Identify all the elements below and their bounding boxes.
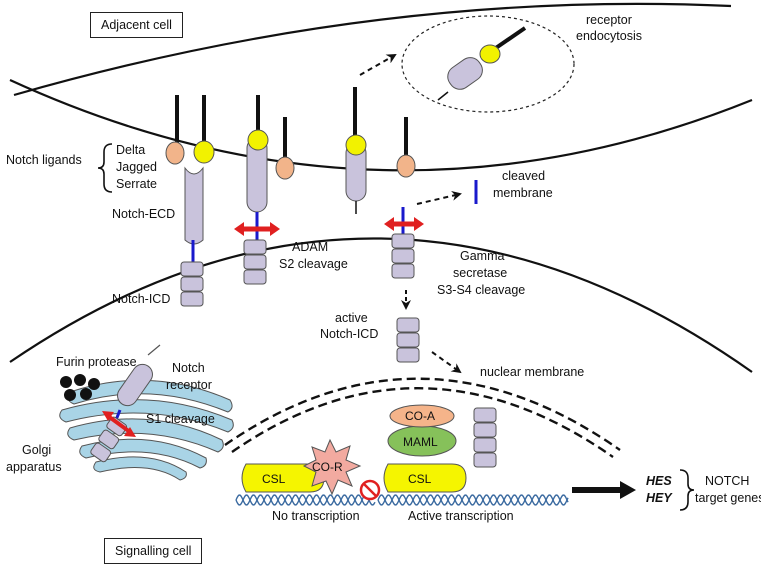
s1-cleavage-arrow bbox=[102, 411, 136, 437]
active-icd-label-2: Notch-ICD bbox=[320, 327, 378, 341]
dna-strand-line bbox=[377, 494, 569, 506]
endocytosed-ligand-head bbox=[479, 44, 501, 64]
nuclear-icd-segment bbox=[473, 452, 497, 468]
notch-icd-segment bbox=[243, 269, 267, 285]
nuclear-entry-arrow bbox=[431, 351, 462, 374]
notch-icd-segment bbox=[180, 261, 204, 277]
gamma-label-3: S3-S4 cleavage bbox=[437, 283, 525, 297]
ligand-delta-label: Delta bbox=[116, 143, 145, 157]
gamma-label-1: Gamma bbox=[460, 249, 505, 263]
cleaved-membrane-arrow bbox=[416, 190, 462, 205]
csl-label-right: CSL bbox=[408, 472, 432, 486]
no-transcription-label: No transcription bbox=[272, 509, 360, 523]
endocytosis-vesicle bbox=[401, 15, 575, 113]
endocytosis-label-1: receptor bbox=[586, 13, 632, 27]
ligand-jagged-label: Jagged bbox=[116, 160, 157, 174]
nuclear-icd-segment bbox=[473, 437, 497, 453]
adjacent-cell-label: Adjacent cell bbox=[90, 12, 183, 38]
notch-icd-segment bbox=[391, 263, 415, 279]
furin-protease-dots bbox=[60, 374, 100, 401]
nuclear-icd-segment bbox=[473, 407, 497, 423]
endocytosis-arrow bbox=[359, 54, 397, 76]
adam-label-2: S2 cleavage bbox=[279, 257, 348, 271]
maml-label: MAML bbox=[403, 435, 438, 449]
coa-protein bbox=[389, 404, 455, 428]
ligand-head-orange bbox=[275, 156, 295, 180]
endocytosed-receptor bbox=[447, 57, 483, 90]
no-entry-icon bbox=[359, 479, 381, 501]
notch-icd-segment bbox=[243, 254, 267, 270]
nuclear-membrane-outer bbox=[224, 377, 621, 451]
dna-strand-left bbox=[235, 494, 376, 506]
cleaved-membrane-label-1: cleaved bbox=[502, 169, 545, 183]
ligand-head-yellow bbox=[193, 140, 215, 164]
notch-icd-segment bbox=[391, 233, 415, 249]
cleaved-membrane-label-2: membrane bbox=[493, 186, 553, 200]
s1-cleavage-label: S1 cleavage bbox=[146, 412, 215, 426]
gamma-secretase-cleavage-arrow bbox=[384, 217, 424, 231]
dna-strand-line bbox=[235, 494, 376, 506]
nuclear-membrane-label: nuclear membrane bbox=[480, 365, 584, 379]
ligands-label: Notch ligands bbox=[6, 153, 82, 167]
notch-icd-label: Notch-ICD bbox=[112, 292, 170, 306]
ligand-serrate-label: Serrate bbox=[116, 177, 157, 191]
golgi-notch-label-2: receptor bbox=[166, 378, 212, 392]
active-notch-icd-segment bbox=[396, 317, 420, 333]
notch-ecd-receptor bbox=[184, 166, 204, 245]
notch-target-label-1: NOTCH bbox=[705, 474, 749, 488]
golgi-notch-label-1: Notch bbox=[172, 361, 205, 375]
endocytosis-label-2: endocytosis bbox=[576, 29, 642, 43]
adam-label-1: ADAM bbox=[292, 240, 328, 254]
golgi-label-1: Golgi bbox=[22, 443, 51, 457]
gamma-label-2: secretase bbox=[453, 266, 507, 280]
ligand-head-yellow bbox=[345, 134, 367, 156]
dna-strand-line bbox=[377, 494, 569, 506]
adam-cleavage-arrow bbox=[234, 222, 280, 236]
ligand-head-yellow bbox=[247, 129, 269, 151]
active-notch-icd-segment bbox=[396, 332, 420, 348]
notch-icd-segment bbox=[391, 248, 415, 264]
signalling-cell-label: Signalling cell bbox=[104, 538, 203, 564]
signalling-cell-membrane bbox=[9, 237, 753, 373]
active-transcription-label: Active transcription bbox=[408, 509, 514, 523]
nuclear-membrane-inner bbox=[231, 387, 614, 458]
cor-protein bbox=[302, 438, 362, 496]
csl-label-left: CSL bbox=[262, 472, 286, 486]
active-notch-icd-segment bbox=[396, 347, 420, 363]
endocytosed-receptor-tail bbox=[437, 91, 449, 101]
furin-protease-label: Furin protease bbox=[56, 355, 137, 369]
target-genes-bracket bbox=[679, 469, 695, 511]
notch-icd-segment bbox=[180, 276, 204, 292]
adjacent-cell-lower-membrane bbox=[9, 79, 753, 172]
hes-gene-label: HES bbox=[646, 474, 672, 488]
active-icd-label-1: active bbox=[335, 311, 368, 325]
notch-icd-segment bbox=[243, 239, 267, 255]
ligands-bracket bbox=[97, 143, 113, 193]
hey-gene-label: HEY bbox=[646, 491, 673, 505]
dna-strand-right bbox=[377, 494, 569, 506]
cor-label: CO-R bbox=[312, 460, 343, 474]
notch-icd-segment bbox=[180, 291, 204, 307]
csl-protein-right bbox=[383, 463, 467, 493]
dna-strand-line bbox=[235, 494, 376, 506]
nuclear-icd-segment bbox=[473, 422, 497, 438]
notch-ecd-label: Notch-ECD bbox=[112, 207, 175, 221]
golgi-label-2: apparatus bbox=[6, 460, 62, 474]
transcription-arrow bbox=[572, 481, 636, 499]
coa-label: CO-A bbox=[405, 409, 435, 423]
notch-target-label-2: target genes bbox=[695, 491, 761, 505]
golgi-notch-receptor bbox=[90, 344, 161, 463]
ligand-head-orange bbox=[396, 154, 416, 178]
ligand-head-orange bbox=[165, 141, 185, 165]
adjacent-cell-membrane bbox=[13, 2, 732, 97]
